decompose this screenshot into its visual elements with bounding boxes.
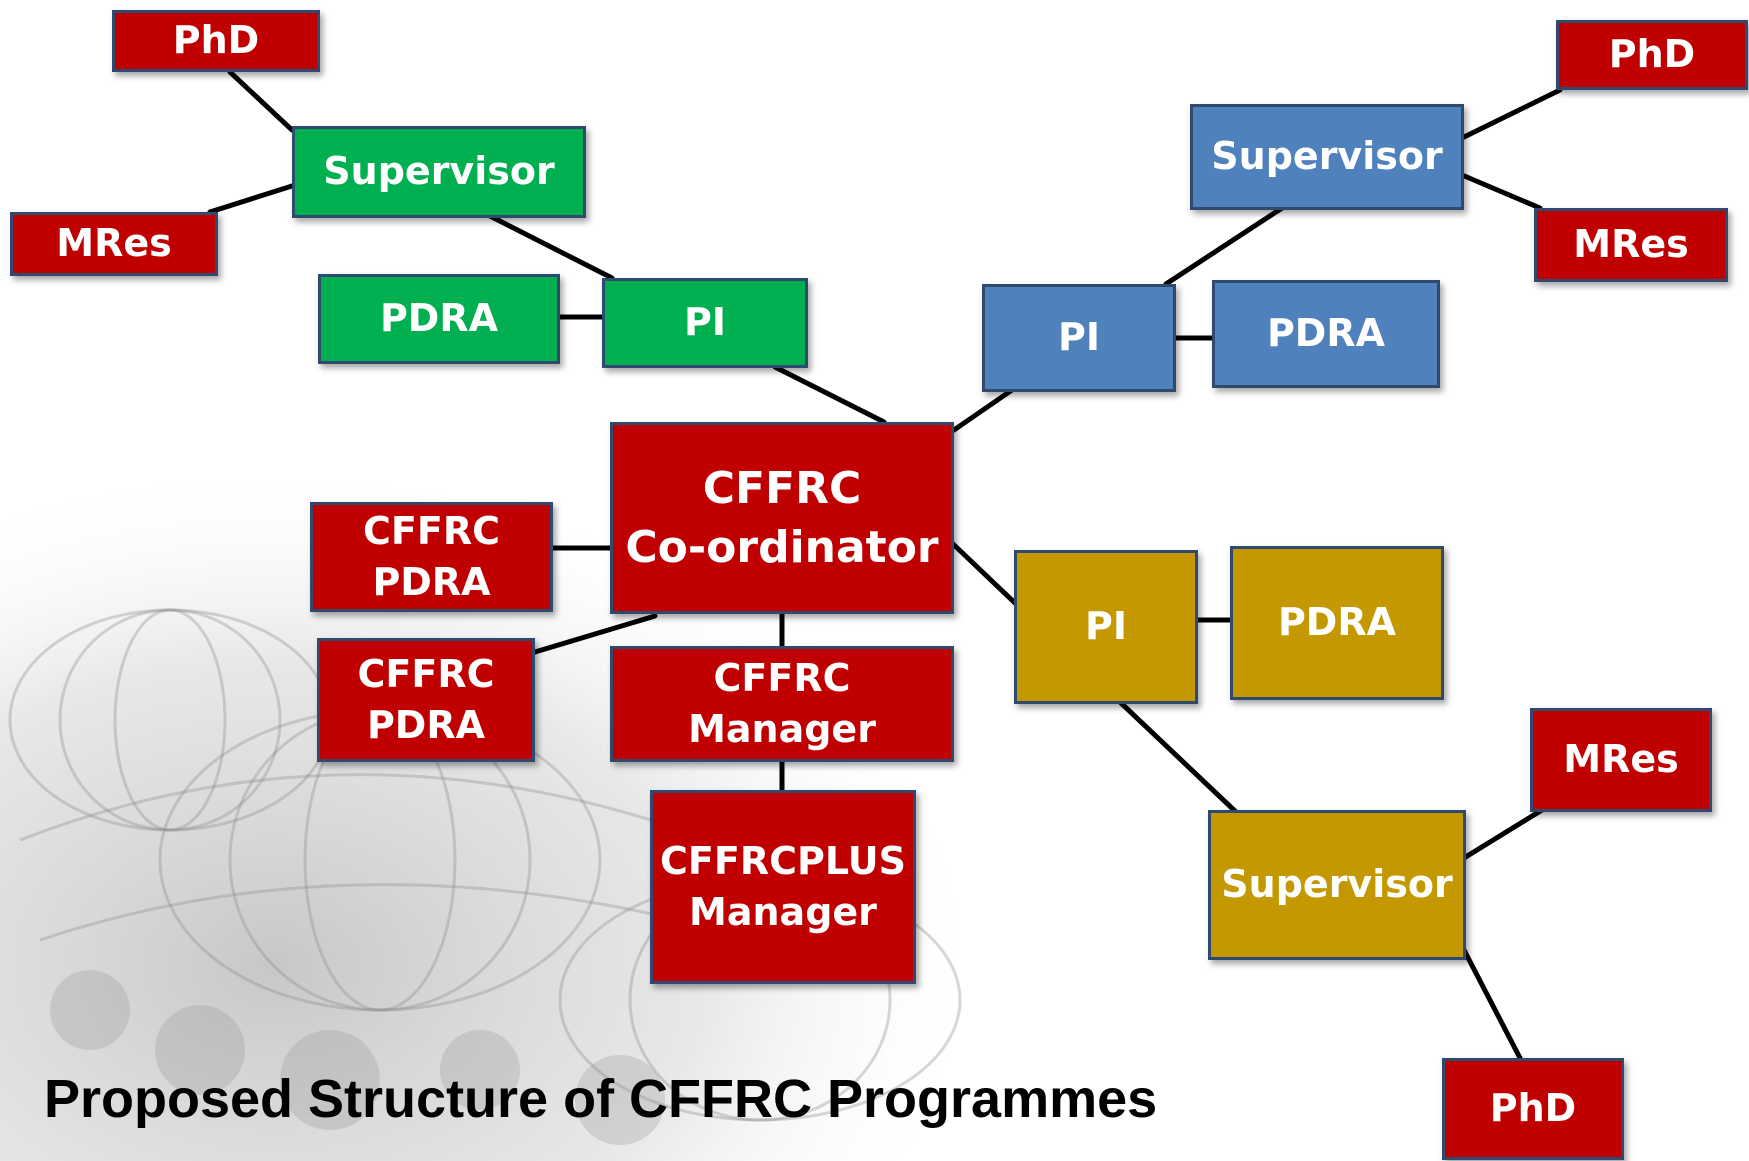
cffrc-pdra-box-1: CFFRC PDRA [310,502,553,612]
blue-supervisor-label: Supervisor [1211,134,1443,179]
blue-supervisor-box: Supervisor [1190,104,1464,210]
green-pi-label: PI [684,300,726,345]
gold-pdra-label: PDRA [1277,600,1397,645]
blue-pi-box: PI [982,284,1176,392]
coordinator-label: CFFRC Co-ordinator [625,462,939,573]
manager-label: CFFRC Manager [688,655,876,751]
blue-mres-label: MRes [1573,222,1689,267]
gold-supervisor-box: Supervisor [1208,810,1466,960]
gold-supervisor-label: Supervisor [1221,862,1453,907]
green-phd-box: PhD [112,10,320,72]
cffrc-pdra-label-1: CFFRC PDRA [363,508,500,604]
cffrc-pdra-box-2: CFFRC PDRA [317,638,535,762]
line-blue-supervisor-phd [1459,87,1563,141]
green-pdra-box: PDRA [318,274,560,364]
blue-phd-box: PhD [1556,20,1748,90]
green-mres-box: MRes [10,212,218,276]
line-green-phd-supervisor [227,69,295,133]
line-gold-supervisor-phd [1461,947,1523,1061]
blue-mres-box: MRes [1534,208,1728,282]
green-pi-box: PI [602,278,808,368]
green-pdra-label: PDRA [379,296,499,341]
gold-pi-box: PI [1014,550,1198,704]
line-green-supervisor-pi [487,213,615,281]
gold-mres-box: MRes [1530,708,1712,812]
blue-pdra-label: PDRA [1266,311,1386,356]
green-supervisor-box: Supervisor [292,126,586,218]
gold-pi-label: PI [1085,604,1127,649]
diagram-title: Proposed Structure of CFFRC Programmes [44,1069,1158,1129]
gold-phd-label: PhD [1489,1086,1577,1131]
line-coordinator-gold-pi [949,540,1019,607]
gold-pdra-box: PDRA [1230,546,1444,700]
plus-manager-label: CFFRCPLUS Manager [660,838,906,934]
gold-mres-label: MRes [1563,737,1679,782]
line-coordinator-pdra-2 [532,613,658,655]
line-gold-pi-supervisor [1117,699,1239,815]
green-phd-label: PhD [172,18,260,63]
manager-box: CFFRC Manager [610,646,954,762]
coordinator-box: CFFRC Co-ordinator [610,422,954,614]
blue-phd-label: PhD [1608,32,1696,77]
line-blue-supervisor-mres [1459,172,1543,211]
line-green-pi-coordinator [772,364,887,425]
gold-phd-box: PhD [1442,1058,1624,1160]
blue-pi-label: PI [1058,315,1100,360]
green-supervisor-label: Supervisor [323,149,555,194]
cffrc-pdra-label-2: CFFRC PDRA [357,651,495,747]
line-blue-pi-supervisor [1163,205,1285,287]
line-gold-supervisor-mres [1461,807,1545,861]
line-blue-pi-coordinator [951,387,1015,433]
blue-pdra-box: PDRA [1212,280,1440,388]
plus-manager-box: CFFRCPLUS Manager [650,790,916,984]
line-green-mres-supervisor [207,183,295,215]
green-mres-label: MRes [56,221,172,266]
